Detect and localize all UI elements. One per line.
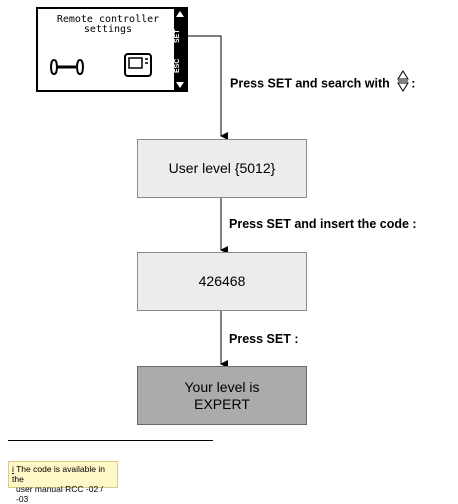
lcd-title: Remote controller settings	[38, 15, 178, 35]
controller-device-icon	[124, 53, 152, 77]
up-down-arrows-icon	[397, 70, 410, 92]
footnote-line2: user manual RCC -02 / -03	[16, 484, 103, 504]
step1-suffix: :	[411, 76, 416, 91]
step2-instruction: Press SET and insert the code :	[229, 217, 417, 231]
user-level-text: User level {5012}	[168, 160, 276, 176]
footnote-line1: The code is available in the	[12, 464, 105, 484]
step1-instruction: Press SET and search with :	[230, 70, 416, 92]
step1-text: Press SET and search with	[230, 76, 390, 91]
expert-level-line2: EXPERT	[194, 395, 250, 412]
code-text: 426468	[198, 273, 246, 289]
set-button[interactable]: SET	[174, 29, 181, 43]
footnote-marker: i	[12, 464, 14, 474]
code-box: 426468	[137, 252, 307, 311]
flow-connectors	[188, 35, 228, 368]
step3-instruction: Press SET :	[229, 332, 299, 346]
footnote-box: i The code is available in the user manu…	[8, 461, 118, 504]
connector-lcd-to-box1	[188, 35, 228, 140]
lcd-title-line1: Remote controller	[56, 14, 160, 25]
arrow-down-icon[interactable]	[176, 82, 184, 88]
lcd-button-strip: SET ESC	[174, 9, 186, 90]
expert-level-box: Your level is EXPERT	[137, 366, 307, 425]
remote-controller-screen: Remote controller settings SET ESC	[36, 7, 188, 92]
wrench-icon	[50, 59, 84, 75]
arrow-up-icon[interactable]	[176, 11, 184, 17]
expert-level-line1: Your level is	[184, 378, 260, 395]
user-level-box: User level {5012}	[137, 139, 307, 198]
esc-button[interactable]: ESC	[174, 58, 181, 74]
footnote-divider	[8, 440, 213, 441]
lcd-title-line2: settings	[83, 24, 133, 35]
